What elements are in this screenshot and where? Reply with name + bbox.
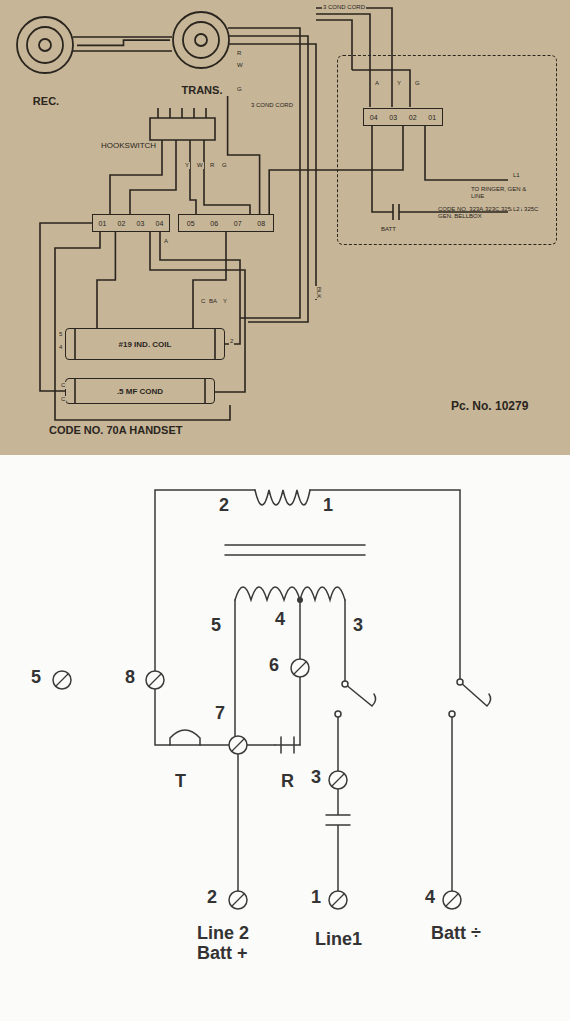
wire-letter: R: [236, 50, 242, 57]
wire-letter: Y: [222, 298, 228, 305]
cord-note: 3 COND CORD: [250, 102, 294, 109]
terminal-number: 6: [268, 656, 280, 676]
terminal-number: 02: [409, 114, 417, 121]
terminal-number: 03: [137, 220, 145, 227]
terminal-number: 04: [370, 114, 378, 121]
coil-lead-number: 4: [274, 610, 286, 630]
wire-letter: R: [209, 162, 215, 169]
induction-coil: #19 IND. COIL: [65, 328, 225, 360]
line-note: TO RINGER, GEN & LINE: [470, 186, 532, 199]
coil-terminal: 5: [58, 331, 63, 338]
wire-connector: [77, 40, 170, 45]
wire-connector: [40, 223, 92, 391]
cord-color: BLK: [315, 286, 322, 299]
wire-letter: W: [196, 162, 204, 169]
terminal-number: 07: [234, 220, 242, 227]
wire-letter: G: [236, 86, 243, 93]
wire-letter: A: [163, 238, 169, 245]
bellbox-code: CODE NO. 323A,323C,325A, & 325C GEN. BEL…: [438, 206, 550, 220]
coil-lead-number: 1: [322, 496, 334, 516]
wire-connector: [97, 232, 115, 328]
bellbox-outline: CODE NO. 323A,323C,325A, & 325C GEN. BEL…: [337, 55, 557, 245]
coil-lead-number: 3: [352, 616, 364, 636]
terminal-number: 7: [214, 704, 226, 724]
wire-letter: Y: [184, 162, 190, 169]
wire-letter: W: [236, 62, 244, 69]
part-name: HOOKSWITCH: [100, 142, 157, 151]
terminal-name: L1: [512, 172, 521, 179]
wire-connector: [193, 232, 226, 328]
piece-number: Pc. No. 10279: [450, 400, 529, 413]
terminal-number: 03: [389, 114, 397, 121]
terminal-number: 06: [210, 220, 218, 227]
terminal-number: 02: [118, 220, 126, 227]
terminal-number: 2: [206, 888, 218, 908]
circle-outline: [170, 10, 232, 96]
terminal-strip: 01 02 03 04: [92, 214, 170, 232]
wire-letter: Y: [396, 80, 402, 87]
transmitter-circle: TRANS.: [170, 10, 234, 96]
coil-terminal: 4: [58, 344, 63, 351]
drawing-title: CODE NO. 70A HANDSET: [48, 424, 183, 436]
wire-letter: G: [414, 80, 421, 87]
terminal-name: Batt ÷: [430, 924, 482, 944]
terminal-number: 01: [428, 114, 436, 121]
terminal-number: 05: [187, 220, 195, 227]
terminal-strip: 05 06 07 08: [178, 214, 274, 232]
condenser-box: .5 MF COND: [65, 378, 215, 404]
terminal-number: 08: [257, 220, 265, 227]
wire-letter: A: [374, 80, 380, 87]
coil-lead-number: 5: [210, 616, 222, 636]
terminal-name: Line 2 Batt +: [196, 924, 278, 964]
terminal-number: 5: [30, 668, 42, 688]
part-letter: R: [280, 772, 295, 792]
terminal-number: 3: [310, 768, 322, 788]
terminal-name: BATT: [380, 226, 397, 233]
wire-letter: C: [60, 396, 66, 403]
terminal-number: 4: [424, 888, 436, 908]
wire-letter: G: [221, 162, 228, 169]
terminal-name: Line1: [314, 930, 363, 950]
coil-lead-number: 2: [218, 496, 230, 516]
part-letter: T: [174, 772, 187, 792]
terminal-number: 04: [156, 220, 164, 227]
part-heading: TRANS.: [170, 84, 234, 96]
receiver-circle: REC.: [15, 15, 77, 107]
wire-letter: BA: [208, 298, 218, 305]
circle-outline: [15, 15, 75, 107]
terminal-strip: 04 03 02 01: [363, 108, 443, 126]
wire-letter: C: [60, 382, 66, 389]
part-heading: REC.: [15, 95, 77, 107]
photo-ground: [0, 0, 570, 455]
terminal-number: 1: [310, 888, 322, 908]
terminal-number: 8: [124, 668, 136, 688]
wire-letter: C: [200, 298, 206, 305]
part-name: .5 MF COND: [117, 387, 163, 396]
part-name: #19 IND. COIL: [119, 340, 172, 349]
terminal-number: 01: [99, 220, 107, 227]
terminal-name: L2: [512, 206, 521, 213]
coil-terminal: 2: [229, 338, 234, 345]
cord-note: 3 COND CORD: [322, 4, 366, 11]
wire-connector: [228, 96, 260, 214]
